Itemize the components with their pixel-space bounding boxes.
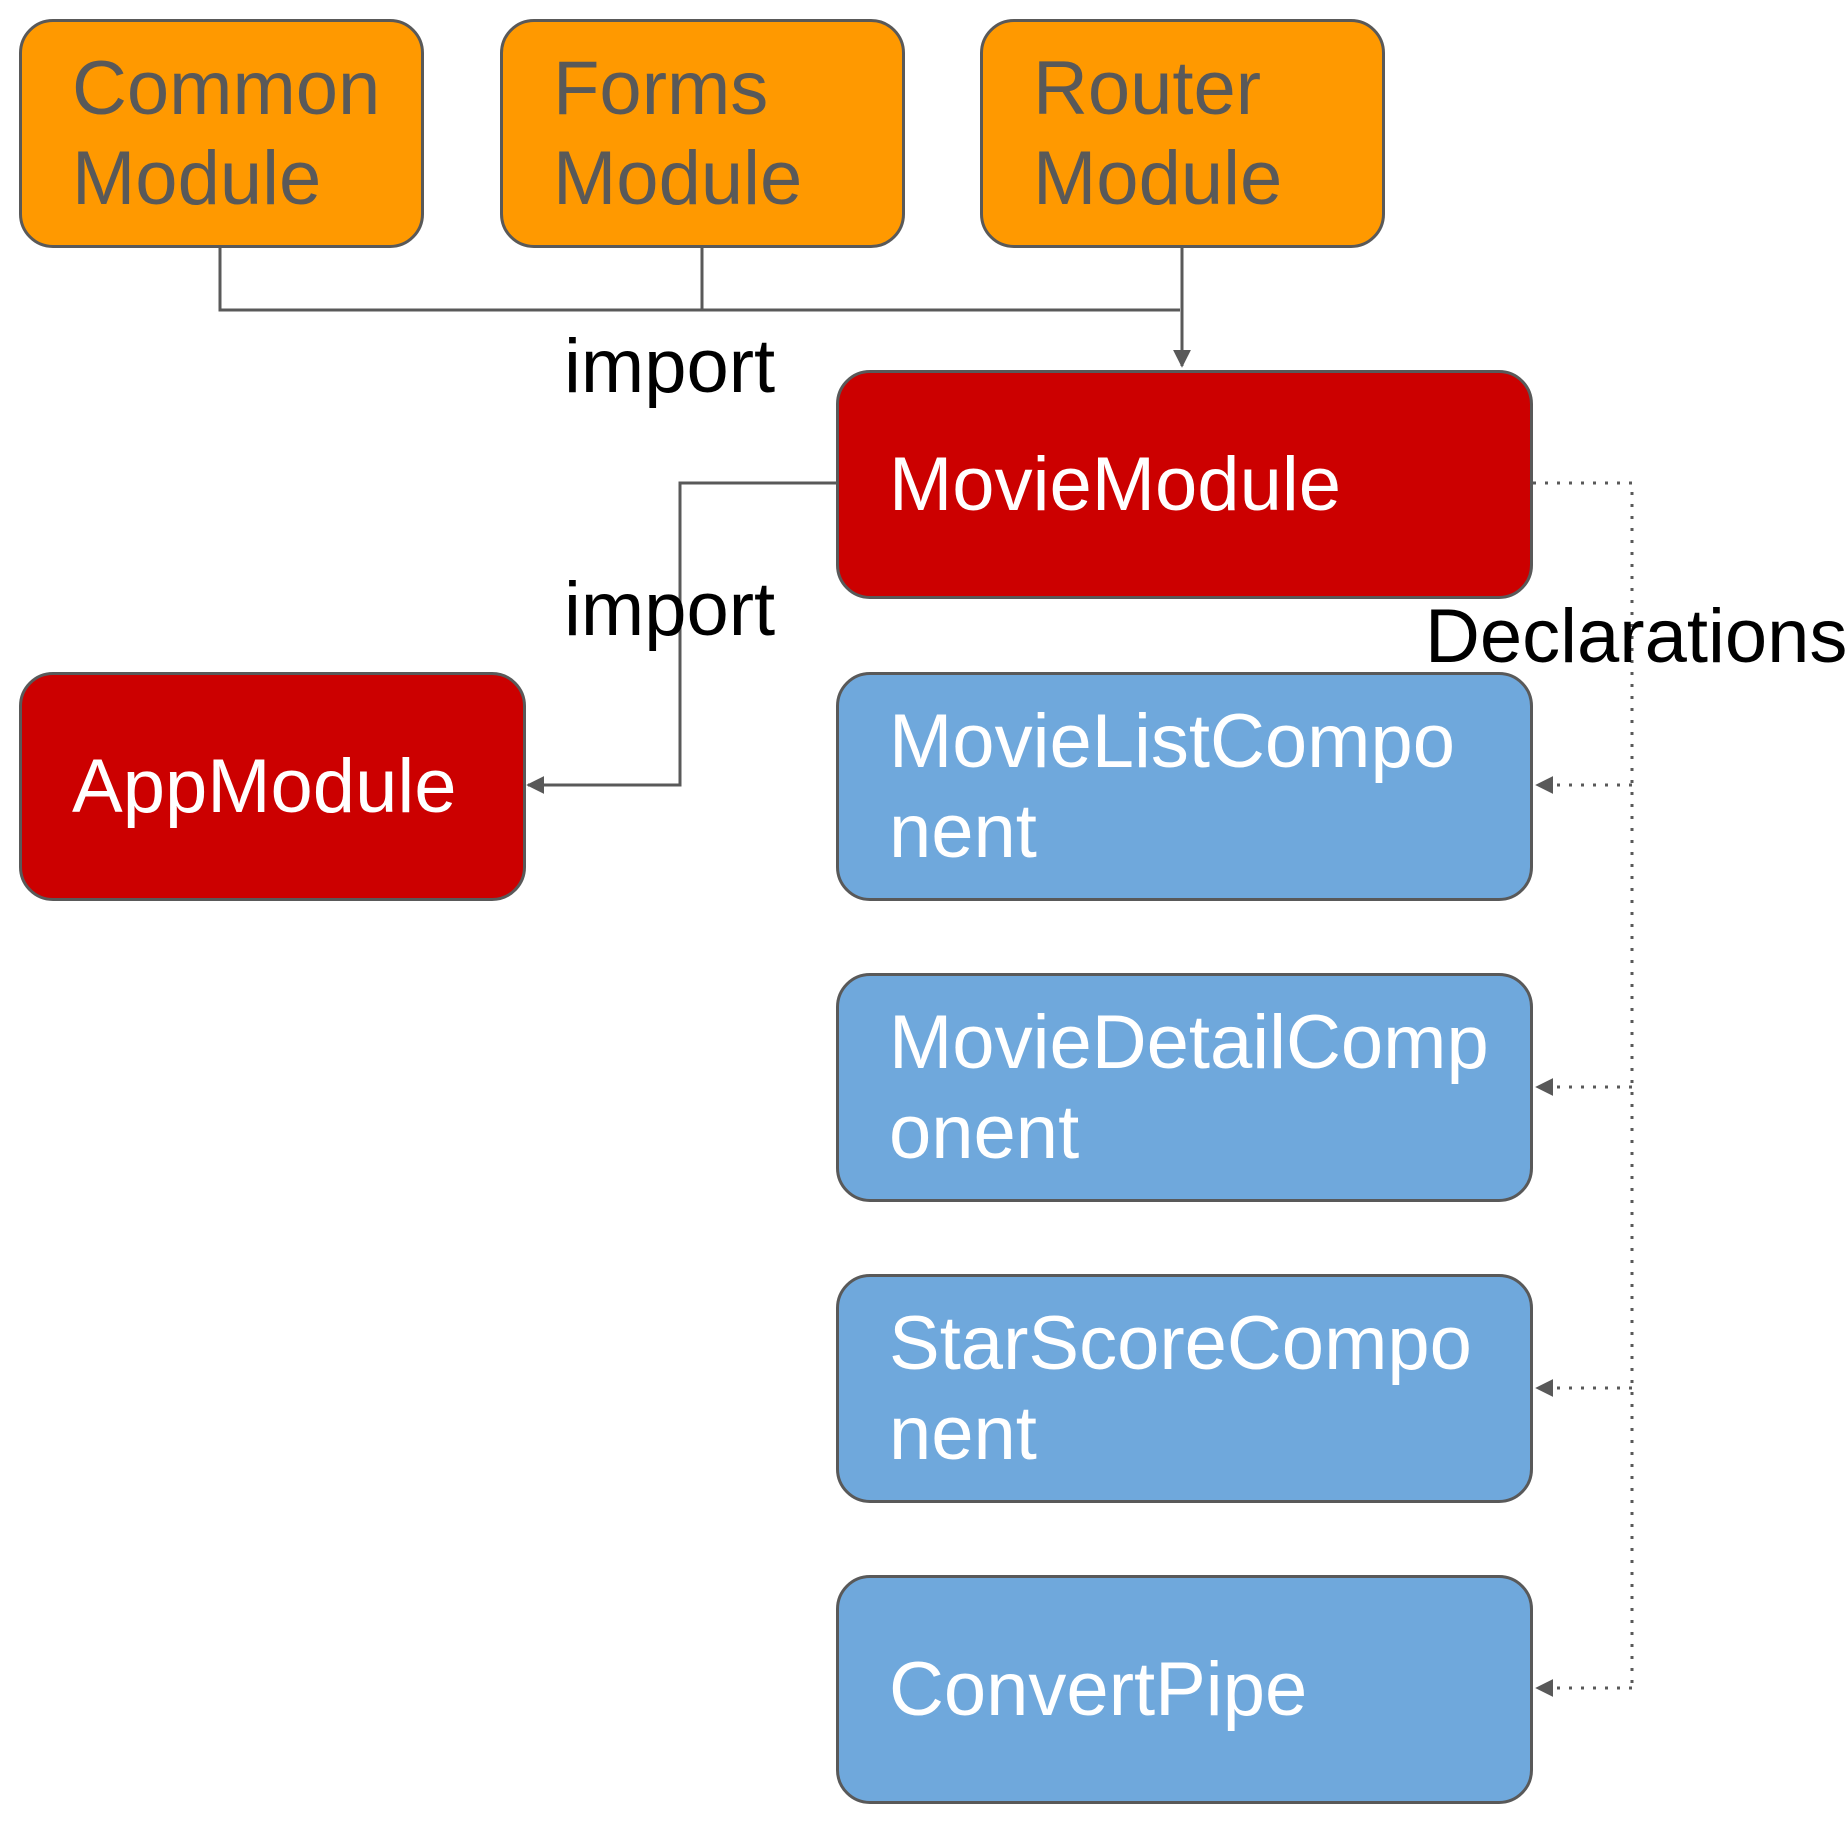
forms-module-line2: Module: [553, 135, 803, 221]
movie-detail-component-node: MovieDetailComp onent: [836, 973, 1533, 1202]
movie-detail-component-line1: MovieDetailComp: [889, 999, 1489, 1085]
movie-list-component-node: MovieListCompo nent: [836, 672, 1533, 901]
import-label-left: import: [564, 567, 776, 652]
router-module-line1: Router: [1033, 45, 1262, 131]
movie-detail-component-line2: onent: [889, 1089, 1080, 1175]
convert-pipe-label: ConvertPipe: [889, 1646, 1308, 1732]
convert-pipe-node: ConvertPipe: [836, 1575, 1533, 1804]
router-module-node: Router Module: [980, 19, 1385, 248]
forms-module-node: Forms Module: [500, 19, 905, 248]
app-module-label: AppModule: [72, 743, 457, 829]
star-score-component-line2: nent: [889, 1390, 1037, 1476]
common-module-node: Common Module: [19, 19, 424, 248]
declarations-label: Declarations: [1425, 594, 1848, 679]
movie-module-node: MovieModule: [836, 370, 1533, 599]
star-score-component-node: StarScoreCompo nent: [836, 1274, 1533, 1503]
star-score-component-line1: StarScoreCompo: [889, 1300, 1472, 1386]
common-module-line1: Common: [72, 45, 381, 131]
app-module-node: AppModule: [19, 672, 526, 901]
connector-movie-module-to-app-module: [526, 481, 836, 794]
movie-module-label: MovieModule: [889, 441, 1341, 527]
forms-module-line1: Forms: [553, 45, 769, 131]
connector-common-to-movie-module: [218, 248, 1180, 312]
common-module-line2: Module: [72, 135, 322, 221]
movie-list-component-line1: MovieListCompo: [889, 698, 1455, 784]
import-label-top: import: [564, 324, 776, 409]
declarations-trunk: [1533, 481, 1634, 1688]
movie-list-component-line2: nent: [889, 788, 1037, 874]
router-module-line2: Module: [1033, 135, 1283, 221]
